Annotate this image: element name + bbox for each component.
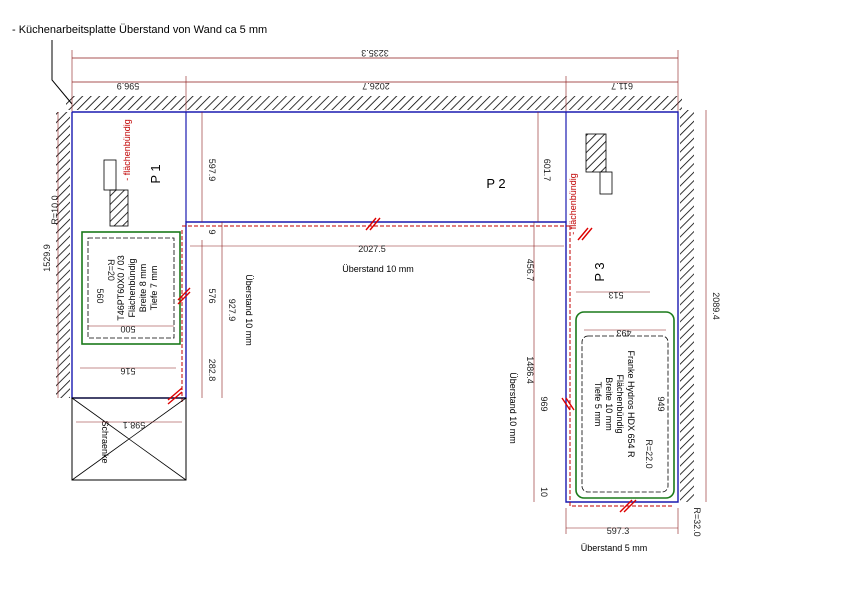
p1-section-icon	[103, 159, 117, 191]
dim-right-seg: 611.7	[611, 81, 633, 91]
hob-line2: Flächenbündig	[127, 258, 137, 317]
dim-282: 282.8	[207, 359, 217, 382]
overhang-bottom: Überstand 5 mm	[581, 543, 648, 553]
left-wall	[56, 112, 70, 398]
dim-p1-height: 1529.9	[42, 244, 52, 272]
dim-598: 598.1	[123, 420, 146, 430]
hob-cutout	[81, 231, 181, 345]
right-wall	[680, 110, 694, 502]
dim-560: 560	[95, 288, 105, 303]
dim-inner-width: 2027.5	[358, 244, 386, 254]
hob-line3: Breite 8 mm	[138, 264, 148, 313]
dim-r20: R=20	[106, 259, 116, 281]
sink-line3: Breite 10 mm	[604, 377, 614, 431]
dim-p2-left-height: 597.9	[207, 159, 217, 182]
dim-576: 576	[207, 288, 217, 303]
p3-overhang-edge	[569, 226, 674, 507]
dim-mid-seg: 2026.7	[362, 81, 390, 91]
note-leader	[51, 40, 73, 105]
dim-p2-right-height: 601.7	[542, 159, 552, 182]
panel-p1-label: P 1	[148, 164, 163, 183]
top-wall	[66, 96, 682, 110]
dim-total: 3235.3	[361, 48, 389, 58]
sink-line2: Flächenbündig	[615, 374, 625, 433]
dim-927: 927.9	[227, 299, 237, 322]
hob-line4: Tiefe 7 mm	[149, 266, 159, 311]
dim-p3-inner: 1486.4	[525, 356, 535, 384]
sink-cutout	[575, 311, 675, 499]
dim-9: 9	[207, 229, 217, 234]
dim-left-seg: 596.9	[117, 81, 140, 91]
dim-r10: R=10.0	[50, 195, 60, 224]
p3-section-icon	[585, 133, 607, 173]
dim-r32: R=32.0	[692, 507, 702, 536]
dim-969: 969	[539, 396, 549, 411]
dim-513: 513	[608, 290, 623, 300]
dim-r22: R=22.0	[644, 439, 654, 468]
sink-line1: Franke Hydros HDX 654 R	[626, 350, 636, 458]
note-text: - Küchenarbeitsplatte Überstand von Wand…	[12, 24, 268, 36]
dim-597: 597.3	[607, 526, 630, 536]
panel-p2-label: P 2	[486, 176, 505, 191]
sink-line4: Tiefe 5 mm	[593, 382, 603, 427]
dim-493: 493	[616, 328, 631, 338]
overhang-p1: Überstand 10 mm	[244, 274, 254, 346]
dim-p3-height: 2089.4	[711, 292, 721, 320]
overhang-p3: Überstand 10 mm	[508, 372, 518, 444]
overhang-top: Überstand 10 mm	[342, 264, 414, 274]
dim-456: 456.7	[525, 259, 535, 282]
cabinet-label: Schraenke	[100, 420, 110, 463]
hob-line1: T46PT60X0 / 03	[116, 255, 126, 321]
dim-949: 949	[656, 396, 666, 411]
p3-flush-label: - flächenbündig	[568, 173, 578, 235]
cabinet-box	[71, 397, 187, 481]
p1-flush-label: - flächenbündig	[122, 119, 132, 181]
cut-marks	[167, 217, 637, 513]
dim-10: 10	[539, 487, 549, 497]
dim-516: 516	[120, 366, 135, 376]
panel-p3-label: P 3	[592, 262, 607, 281]
dim-500: 500	[120, 324, 135, 334]
